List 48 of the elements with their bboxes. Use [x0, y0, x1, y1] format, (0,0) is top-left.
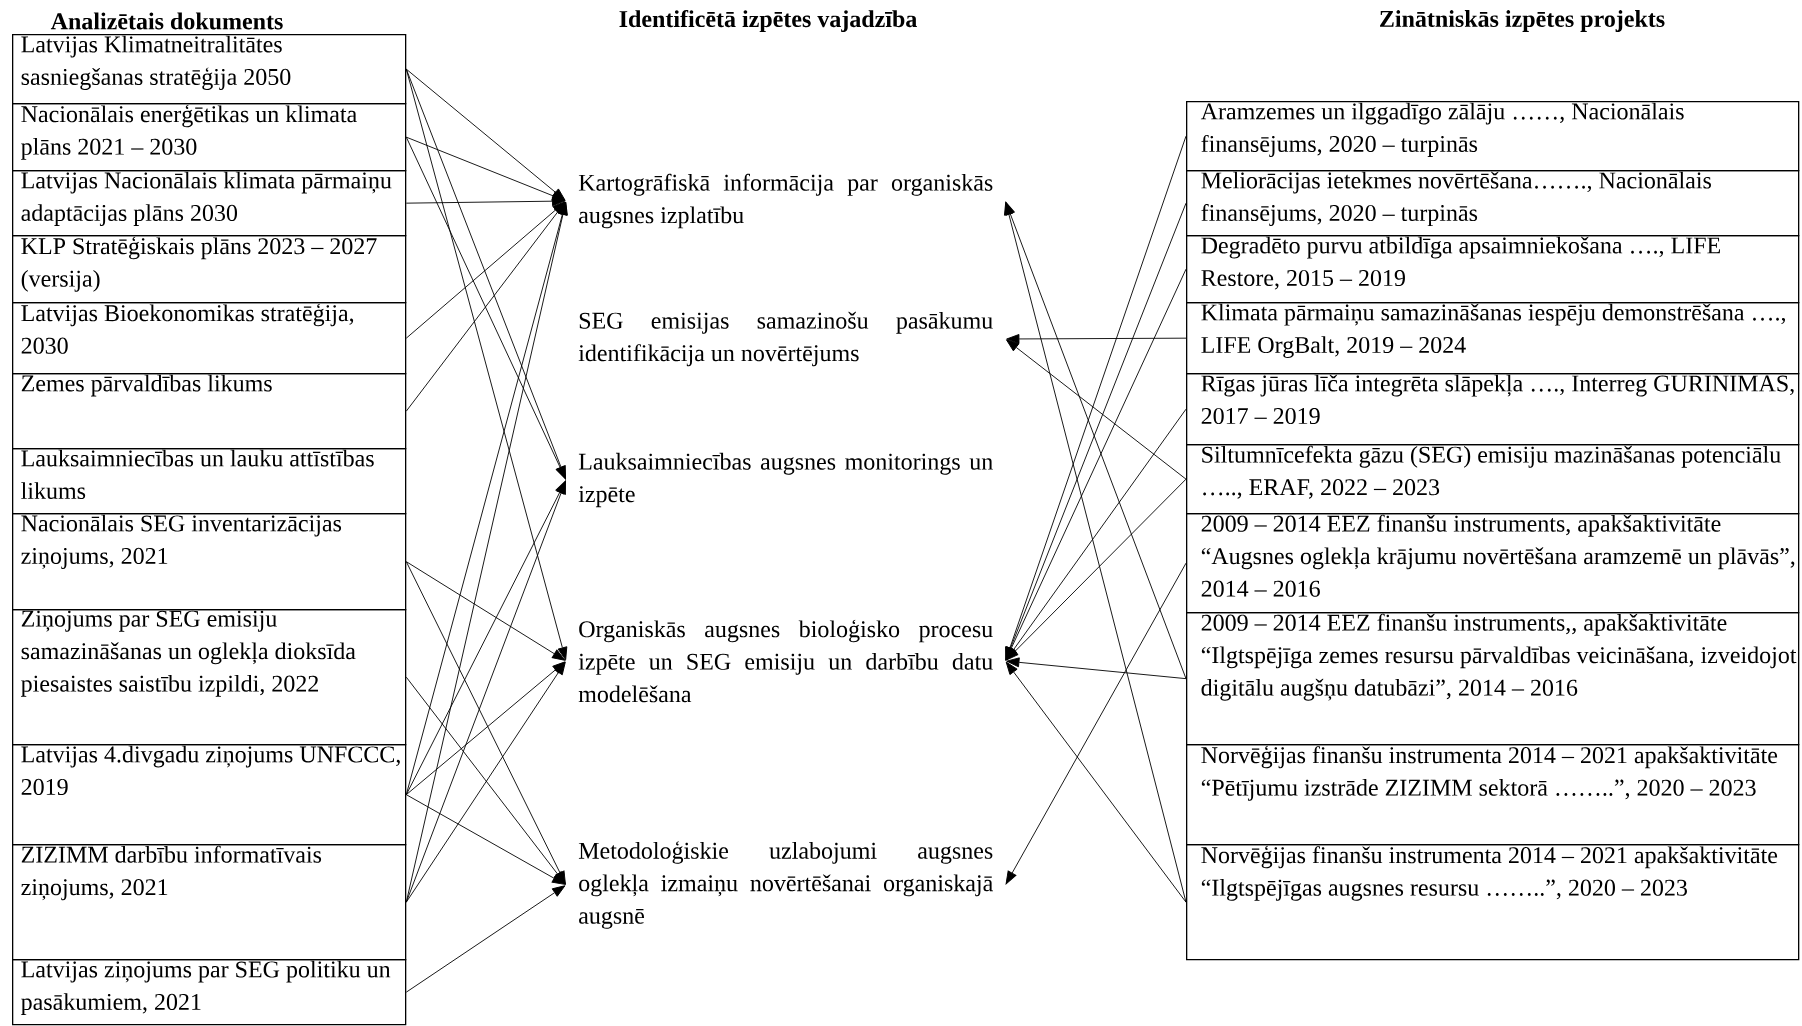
column-heading: Identificētā izpētes vajadzība: [619, 10, 917, 32]
document-box: Latvijas ziņojums par SEG politiku un pasākumiem, 2021: [12, 959, 407, 1026]
document-box: Latvijas Bioekonomikas stratēģija, 2030: [12, 302, 407, 375]
document-box: Latvijas 4.divgadu ziņojums UNFCCC, 2019: [12, 744, 407, 846]
project-box: 2009 – 2014 EEZ finanšu instruments, apakšaktivitāte “Augsnes oglekļa krājumu novērtēšana aramzemē un plāvās”, 2014 – 2016: [1186, 513, 1800, 614]
arrow: [405, 480, 566, 903]
arrow: [405, 561, 566, 661]
document-box: Lauksaimniecības un lauku attīstības likums: [12, 448, 407, 515]
arrow: [405, 794, 566, 885]
project-box: Meliorācijas ietekmes novērtēšana……., Nacionālais finansējums, 2020 – turpinās: [1186, 170, 1800, 237]
arrow: [405, 68, 568, 661]
arrow: [405, 201, 568, 796]
arrow: [405, 885, 566, 993]
document-box: Latvijas Nacionālais klimata pārmaiņu adaptācijas plāns 2030: [12, 170, 407, 237]
document-box: Latvijas Klimatneitralitātes sasniegšanas stratēģija 2050: [12, 34, 407, 105]
arrow: [1005, 478, 1187, 661]
arrow: [405, 201, 566, 412]
document-box: ZIZIMM darbību informatīvais ziņojums, 2021: [12, 844, 407, 961]
need-text: SEG emisijas samazinošu pasākumu identifikācija un novērtējums: [578, 311, 993, 367]
arrow: [1006, 334, 1187, 344]
arrow: [405, 136, 566, 201]
document-box: Nacionālais enerģētikas un klimata plāns 2021 – 2030: [12, 103, 407, 172]
arrow: [405, 201, 568, 903]
arrow: [1006, 657, 1187, 680]
need-text: Kartogrāfiskā informācija par organiskās augsnes izplatību: [578, 173, 993, 229]
project-box: Norvēģijas finanšu instrumenta 2014 – 2021 apakšaktivitāte “Pētījumu izstrāde ZIZIMM sektorā ……..”, 2020 – 2023: [1186, 744, 1800, 846]
arrow: [1005, 661, 1187, 903]
project-box: 2009 – 2014 EEZ finanšu instruments,, apakšaktivitāte “Ilgtspējīga zemes resursu pārvaldības veicināšana, izveidojot digitālu augšņu datubāzi”, 2014 – 2016: [1186, 612, 1800, 746]
column-heading: Zinātniskās izpētes projekts: [1380, 10, 1665, 32]
document-box: Zemes pārvaldības likums: [12, 373, 407, 450]
document-box: KLP Stratēģiskais plāns 2023 – 2027 (versija): [12, 235, 407, 304]
arrow: [1004, 201, 1187, 903]
project-box: Aramzemes un ilggadīgo zālāju ……, Nacionālais finansējums, 2020 – turpinās: [1186, 101, 1800, 172]
need-text: Metodoloģiskie uzlabojumi augsnes oglekļa izmaiņu novērtēšanai organiskajā augsnē: [578, 841, 993, 929]
project-box: Siltumnīcefekta gāzu (SEG) emisiju mazināšanas potenciālu ….., ERAF, 2022 – 2023: [1186, 444, 1800, 515]
arrow: [405, 196, 566, 207]
project-box: Degradēto purvu atbildīga apsaimniekošana …., LIFE Restore, 2015 – 2019: [1186, 235, 1800, 304]
arrow: [1006, 339, 1187, 480]
project-box: Klimata pārmaiņu samazināšanas iespēju demonstrēšana …., LIFE OrgBalt, 2019 – 2024: [1186, 302, 1800, 375]
arrow: [405, 561, 566, 885]
document-box: Ziņojums par SEG emisiju samazināšanas un oglekļa dioksīda piesaistes saistību izpildi, 2022: [12, 609, 407, 746]
arrow: [1005, 562, 1187, 885]
project-box: Norvēģijas finanšu instrumenta 2014 – 2021 apakšaktivitāte “Ilgtspējīgas augsnes resursu ……..”, 2020 – 2023: [1186, 844, 1800, 961]
document-box: Nacionālais SEG inventarizācijas ziņojums, 2021: [12, 513, 407, 611]
need-text: Organiskās augsnes bioloģisko procesu izpēte un SEG emisiju un darbību datu modelēšana: [578, 619, 993, 703]
project-box: Rīgas jūras līča integrēta slāpekļa …., Interreg GURINIMAS, 2017 – 2019: [1186, 373, 1800, 446]
arrow: [405, 136, 566, 480]
need-text: Lauksaimniecības augsnes monitorings un izpēte: [578, 452, 993, 508]
